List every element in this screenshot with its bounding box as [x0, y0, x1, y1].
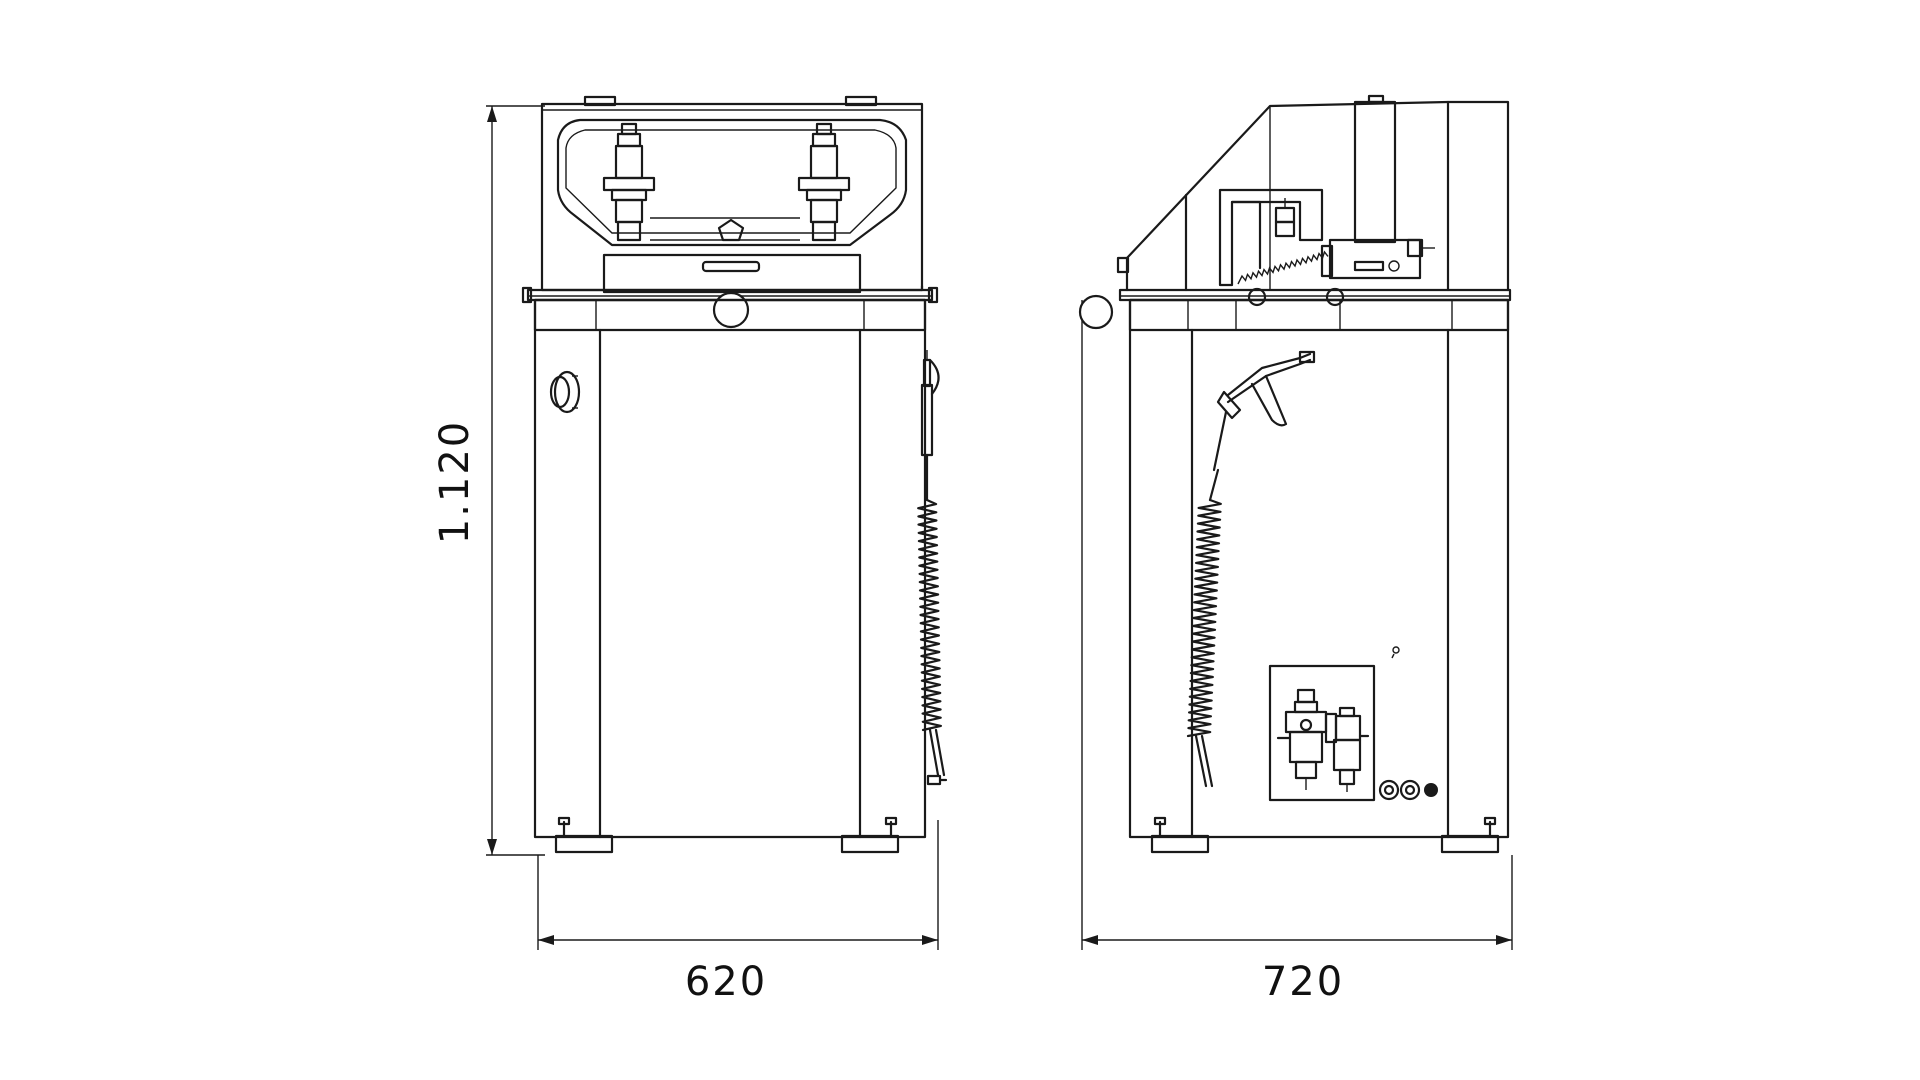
- front-left-clamp: [602, 122, 656, 242]
- side-pneumatic-panel: [1268, 664, 1438, 802]
- side-view: [1078, 94, 1512, 854]
- height-dimension-label: 1.120: [432, 420, 478, 545]
- front-right-clamp: [797, 122, 851, 242]
- front-emergency-stop-button: [549, 370, 581, 414]
- front-hood: [540, 95, 924, 294]
- side-cabinet: [1128, 298, 1510, 839]
- side-front-knob: [1078, 294, 1114, 330]
- front-feet: [554, 816, 900, 854]
- front-cabinet: [533, 298, 927, 839]
- height-dimension: 1.120: [432, 105, 545, 856]
- front-width-label: 620: [685, 959, 767, 1005]
- front-view: [521, 95, 948, 854]
- front-center-knob: [712, 291, 750, 329]
- side-feet: [1150, 816, 1500, 854]
- front-air-hose: [917, 350, 948, 786]
- side-depth-label: 720: [1262, 959, 1344, 1005]
- gauge-indicators: [1378, 779, 1438, 801]
- side-hood: [1116, 94, 1510, 292]
- front-width-dimension: 620: [537, 820, 939, 1005]
- side-air-gun: [1186, 350, 1316, 788]
- side-small-fitting: [1391, 646, 1400, 659]
- side-depth-dimension: 720: [1081, 300, 1513, 1005]
- filter-regulator-unit: [1276, 688, 1370, 792]
- front-center-guard: [650, 217, 800, 242]
